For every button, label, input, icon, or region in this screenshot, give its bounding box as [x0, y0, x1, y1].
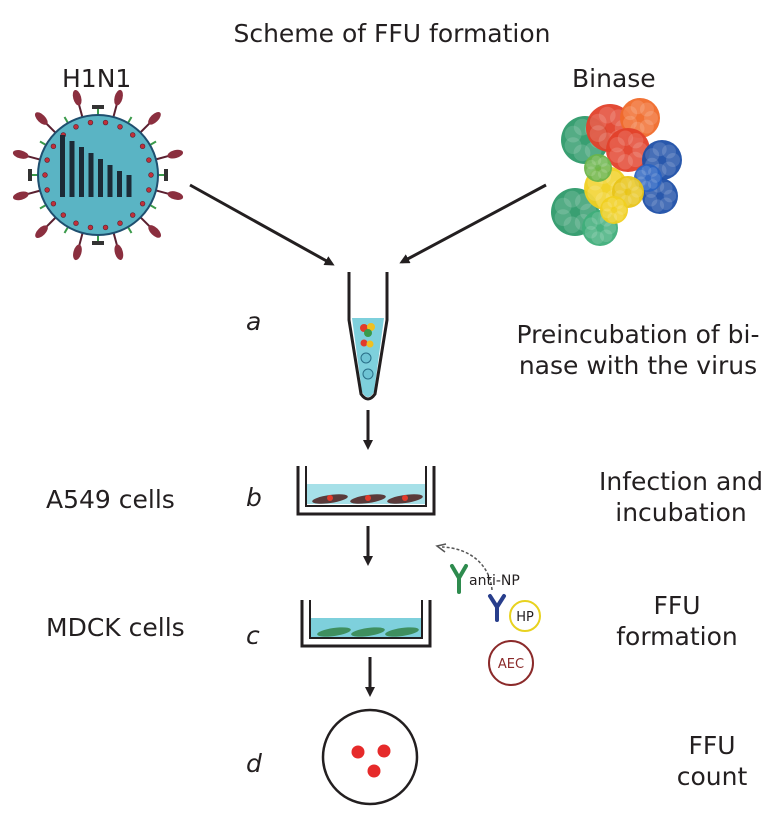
secondary-antibody-icon [488, 594, 506, 622]
step-d-description-line-2: count [676, 762, 748, 792]
reagent-binding-arrow [441, 546, 493, 591]
step-c-letter: c [246, 621, 260, 650]
step-b-letter: b [246, 483, 262, 512]
a549-cells [312, 494, 423, 504]
mdck-cells [317, 627, 419, 637]
focus-3 [367, 764, 381, 778]
step-c-description-line-2: formation [616, 622, 738, 652]
step-c-description: FFU formation [602, 590, 752, 653]
protein-label: Binase [572, 64, 656, 93]
virus-label: H1N1 [62, 64, 132, 93]
step-d-description-line-1: FFU [688, 731, 736, 760]
diagram-title: Scheme of FFU formation [233, 19, 551, 48]
step-b-description: Infection and incubation [576, 466, 784, 529]
step-b-cell-line: A549 cells [46, 485, 175, 514]
a549-culture-dish-icon [296, 466, 436, 516]
aec-substrate-circle [488, 640, 534, 686]
tube-virion-2 [362, 368, 374, 380]
arrow-virus-to-tube [189, 183, 335, 266]
arrow-binase-to-tube [399, 183, 547, 264]
step-a-letter: a [246, 307, 262, 336]
preincubation-tube-icon [347, 272, 389, 401]
mdck-culture-dish-icon [300, 600, 432, 648]
anti-np-label: anti-NP [469, 573, 520, 589]
anti-np-antibody-icon [450, 564, 468, 594]
step-a-description-line-1: Preincubation of bi- [516, 320, 760, 349]
step-c-description-line-1: FFU [653, 591, 701, 620]
focus-1 [351, 745, 365, 759]
binase-protein-icon [551, 98, 682, 246]
step-d-description: FFU count [652, 730, 772, 793]
step-a-description: Preincubation of bi- nase with the virus [498, 319, 778, 382]
step-b-description-line-1: Infection and [598, 467, 763, 496]
focus-2 [377, 744, 391, 758]
h1n1-virus-icon [12, 89, 184, 261]
step-a-description-line-2: nase with the virus [518, 351, 758, 381]
ffu-count-plate-icon [321, 708, 419, 806]
hp-label: HP [516, 610, 534, 625]
tube-binase-molecule [360, 323, 375, 348]
aec-label: AEC [498, 657, 524, 672]
step-b-description-line-2: incubation [615, 498, 747, 528]
hp-enzyme-circle [509, 600, 541, 632]
tube-virion-1 [360, 352, 372, 364]
step-c-cell-line: MDCK cells [46, 613, 185, 642]
step-d-letter: d [246, 749, 262, 778]
